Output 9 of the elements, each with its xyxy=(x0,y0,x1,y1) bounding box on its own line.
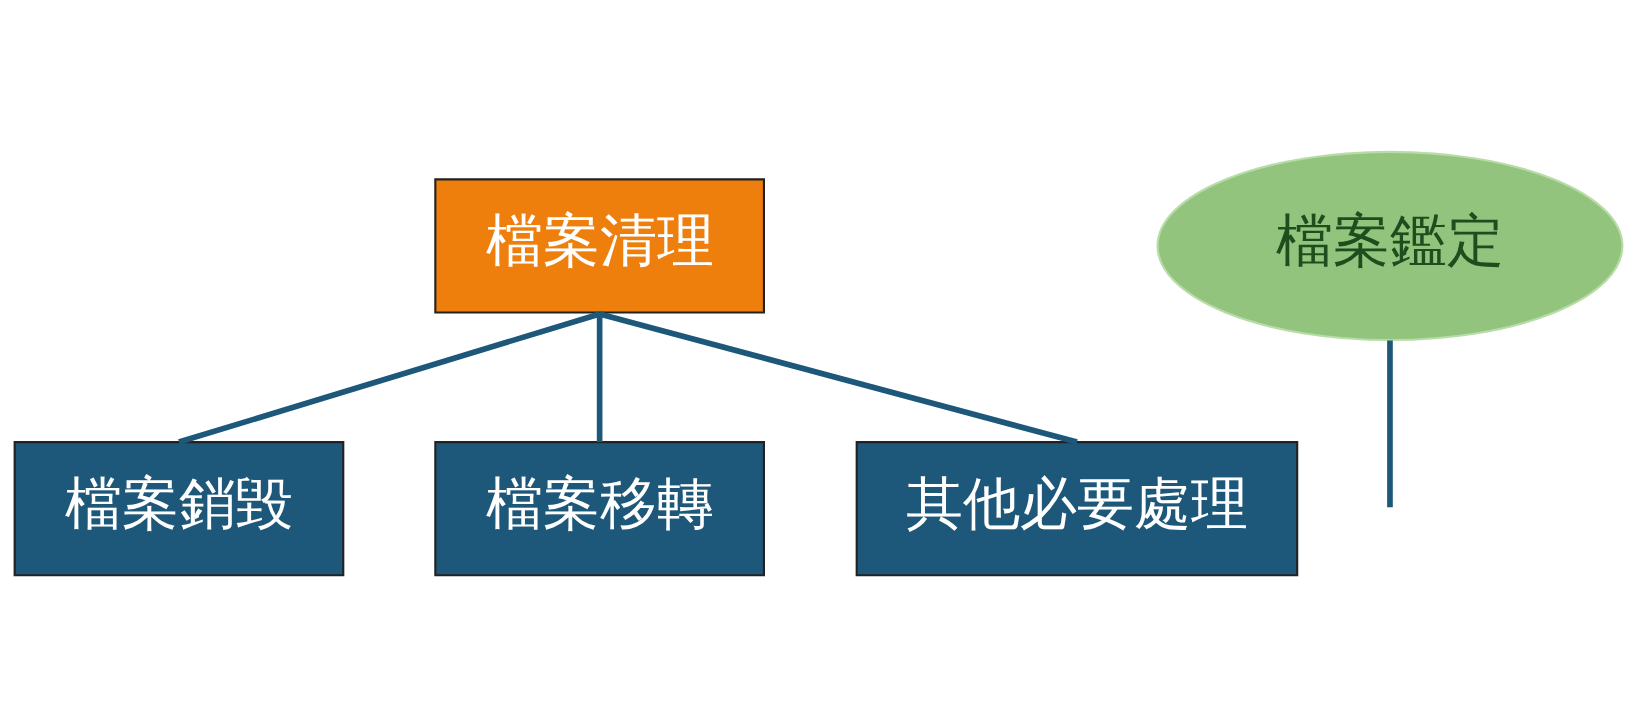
node-box: 其他必要處理 xyxy=(855,440,1298,576)
node-box: 檔案移轉 xyxy=(433,440,765,576)
connector xyxy=(1386,339,1393,507)
connector xyxy=(177,310,600,445)
connector xyxy=(596,313,602,442)
node-box: 檔案銷毀 xyxy=(13,440,344,576)
connector xyxy=(598,310,1078,445)
node-box: 檔案清理 xyxy=(433,177,765,314)
node-ellipse: 檔案鑑定 xyxy=(1156,150,1623,341)
